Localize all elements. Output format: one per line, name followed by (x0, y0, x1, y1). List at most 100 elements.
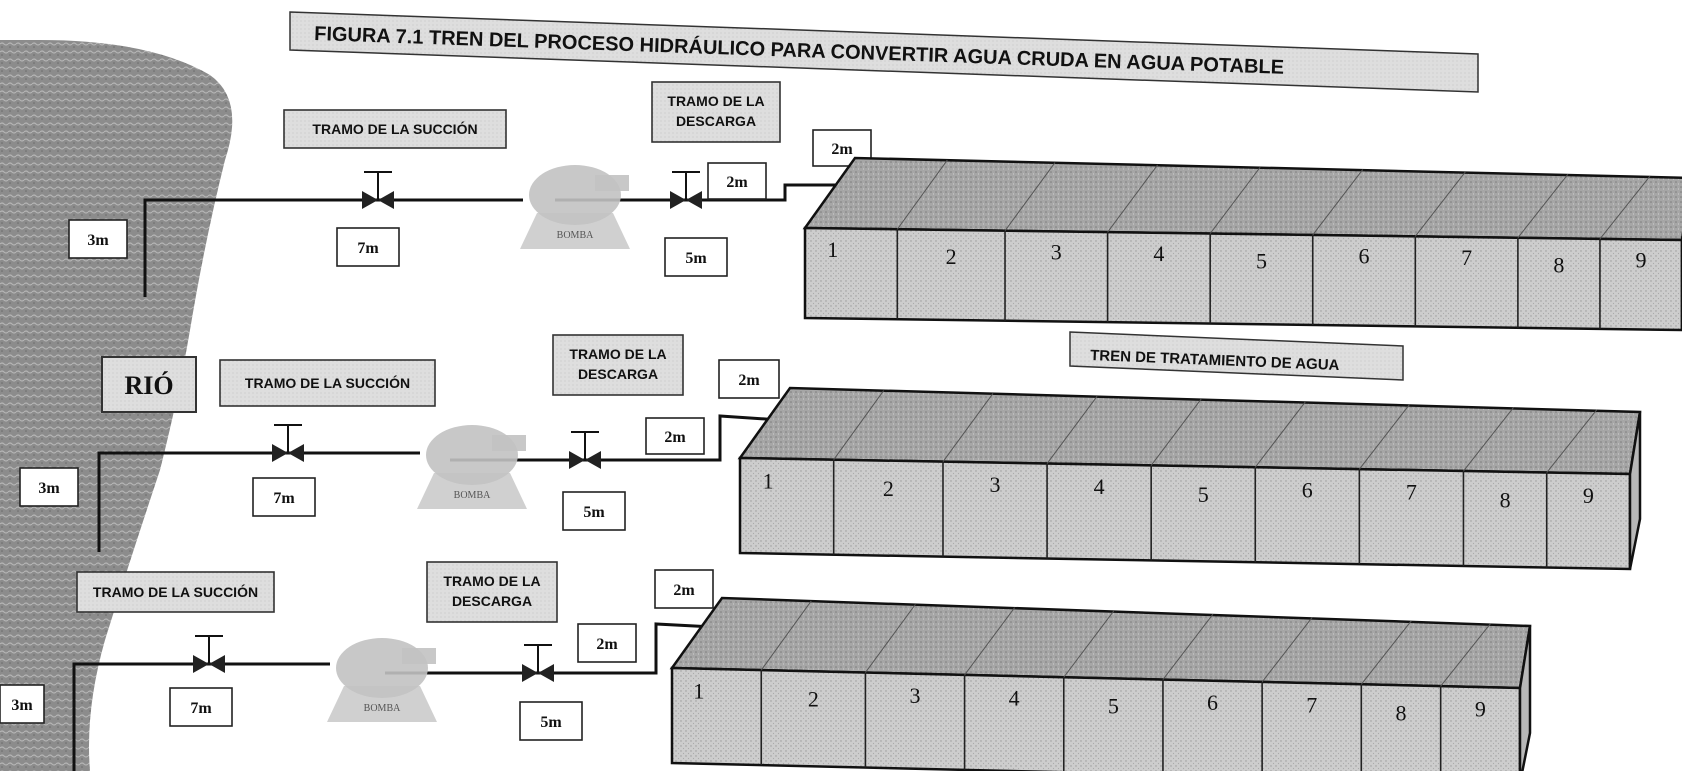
compartment-top-divider (865, 604, 916, 673)
compartment-number: 1 (763, 468, 774, 493)
compartment-number: 6 (1207, 690, 1218, 715)
tank-side (1628, 411, 1642, 570)
compartment-number: 4 (1094, 474, 1105, 499)
discharge-label-line-1: TRAMO DE LA (569, 346, 666, 362)
pump: BOMBA (327, 638, 437, 722)
discharge-length-label-box (562, 491, 626, 531)
compartment-top-divider (1046, 395, 1098, 464)
discharge-label-line-1: TRAMO DE LA (667, 93, 764, 109)
tank-top (802, 156, 1682, 242)
discharge-label-line-2: DESCARGA (676, 113, 756, 129)
compartment-number: 9 (1583, 483, 1594, 508)
compartment-number: 3 (909, 683, 920, 708)
compartment-number: 2 (808, 687, 819, 712)
discharge-length-label-box (519, 701, 583, 741)
discharge-length-label-box (664, 237, 728, 277)
compartment-top-divider (896, 159, 948, 230)
discharge-label-box (651, 81, 781, 143)
rise-height-label: 2m (726, 174, 748, 191)
suction-pipe (143, 198, 523, 297)
top-height-label: 2m (673, 582, 695, 599)
suction-label-box (76, 571, 275, 613)
rise-height-label-box (707, 162, 767, 200)
rise-height-label: 2m (596, 636, 618, 653)
suction-label-box (283, 109, 507, 149)
compartment-top-divider (1209, 166, 1261, 234)
pump: BOMBA (520, 165, 630, 249)
discharge-label-box (552, 334, 684, 396)
compartment-top-divider (1517, 173, 1569, 239)
compartment-number: 1 (827, 237, 838, 262)
figure-title: FIGURA 7.1 TREN DEL PROCESO HIDRÁULICO P… (289, 11, 1479, 93)
suction-label: TRAMO DE LA SUCCIÓN (93, 583, 258, 600)
suction-valve (362, 171, 394, 209)
compartment-number: 7 (1306, 692, 1317, 717)
compartment-number: 3 (990, 472, 1001, 497)
compartment-top-divider (1312, 169, 1364, 236)
pump-label: BOMBA (364, 703, 401, 714)
compartment-number: 6 (1359, 244, 1370, 269)
rise-height-label: 2m (664, 429, 686, 446)
compartment-number: 9 (1475, 697, 1486, 722)
compartment-number: 6 (1302, 478, 1313, 503)
discharge-length-label: 5m (685, 250, 707, 267)
compartment-number: 5 (1198, 482, 1209, 507)
suction-length-label: 7m (190, 700, 212, 717)
drop-height-label-box (0, 684, 45, 724)
top-height-label: 2m (738, 372, 760, 389)
compartment-top-divider (1162, 613, 1214, 680)
pump-label: BOMBA (557, 230, 594, 241)
compartment-top-divider (1440, 623, 1492, 687)
compartment-number: 2 (883, 476, 894, 501)
suction-length-label-box (336, 227, 400, 267)
suction-length-label: 7m (357, 240, 379, 257)
compartment-top-divider (1414, 171, 1466, 237)
compartment-top-divider (1599, 175, 1651, 240)
discharge-valve (670, 171, 702, 209)
tank-front (670, 666, 1522, 771)
compartment-top-divider (1107, 164, 1158, 233)
drop-height-label-box (68, 219, 128, 259)
tank-front (803, 226, 1682, 332)
compartment-number: 5 (1256, 248, 1267, 273)
compartment-top-divider (1261, 617, 1313, 683)
suction-length-label: 7m (273, 490, 295, 507)
discharge-label-line-2: DESCARGA (578, 366, 658, 382)
compartment-top-divider (964, 607, 1015, 676)
drop-height-label: 3m (11, 697, 33, 714)
top-height-label-box (654, 569, 714, 609)
compartment-number: 8 (1395, 701, 1406, 726)
pump-label: BOMBA (454, 490, 491, 501)
drop-height-label-box (19, 467, 79, 507)
compartment-number: 7 (1461, 245, 1472, 270)
svg-text:RIÓ: RIÓ (124, 371, 173, 400)
discharge-length-label: 5m (583, 504, 605, 521)
discharge-label-line-1: TRAMO DE LA (443, 573, 540, 589)
compartment-number: 3 (1051, 240, 1062, 265)
compartment-number: 1 (693, 678, 704, 703)
compartment-top-divider (760, 600, 812, 671)
discharge-length-label: 5m (540, 714, 562, 731)
compartment-number: 2 (946, 244, 957, 269)
compartment-top-divider (1150, 398, 1202, 466)
discharge-label-box (426, 561, 558, 623)
compartment-number: 8 (1500, 487, 1511, 512)
compartment-number: 8 (1553, 253, 1564, 278)
compartment-number: 9 (1635, 248, 1646, 273)
tank-side (1518, 625, 1532, 771)
compartment-top-divider (1463, 407, 1514, 472)
pumping-line-2: TRAMO DE LA SUCCIÓN TRAMO DE LA DESCARGA BO… (19, 334, 1642, 571)
compartment-top-divider (1360, 620, 1412, 685)
compartment-top-divider (1254, 401, 1306, 468)
compartment-top-divider (942, 393, 994, 462)
suction-valve (193, 635, 225, 673)
compartment-number: 5 (1108, 694, 1119, 719)
suction-label: TRAMO DE LA SUCCIÓN (245, 374, 410, 391)
compartment-top-divider (1004, 162, 1056, 232)
suction-label-box (219, 359, 436, 407)
